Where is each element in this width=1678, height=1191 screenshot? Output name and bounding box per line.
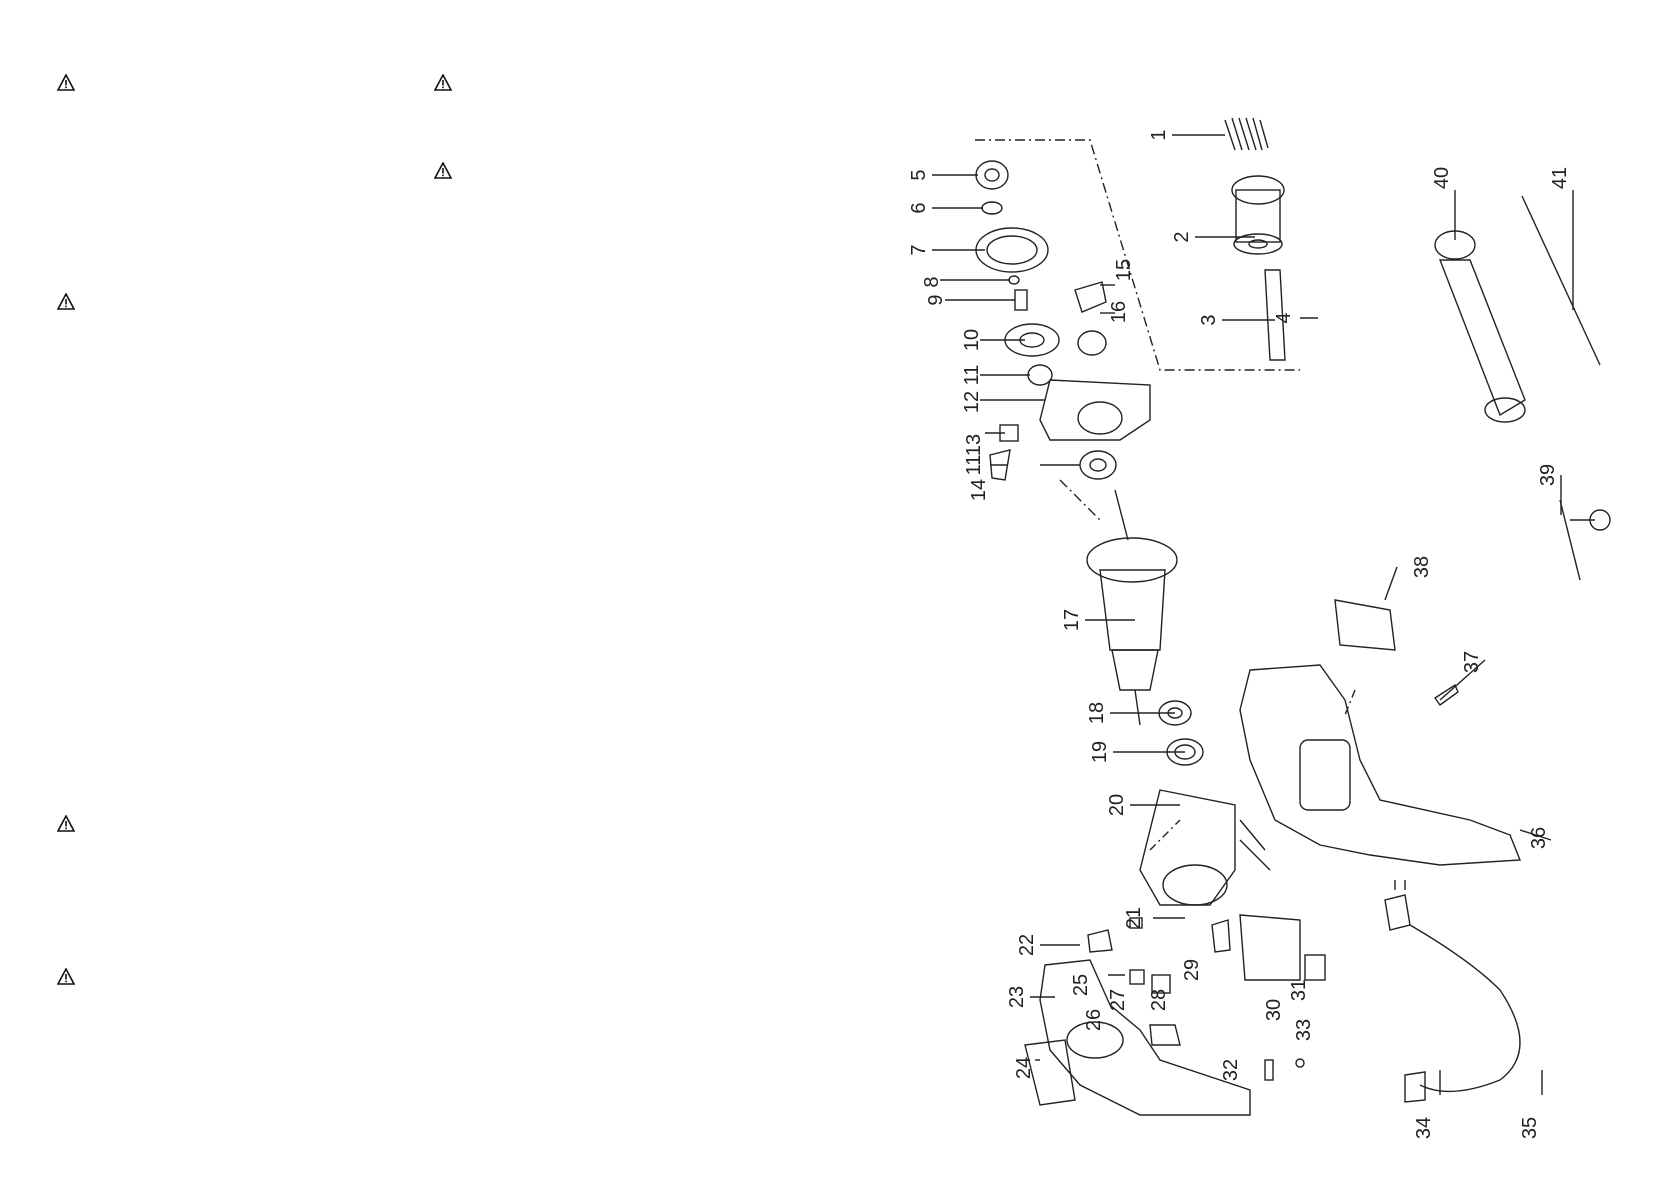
part-number-label: 1 [1148, 129, 1170, 140]
part-number-label: 26 [1083, 1009, 1105, 1031]
part-number-label: 8 [921, 276, 943, 287]
part-number-label: 27 [1107, 989, 1129, 1011]
part-number-label: 29 [1181, 959, 1203, 981]
part-number-label: 30 [1263, 999, 1285, 1021]
part-number-label: 25 [1070, 974, 1092, 996]
part-number-label: 10 [961, 329, 983, 351]
part-number-label: 18 [1086, 702, 1108, 724]
part-number-label: 41 [1549, 167, 1571, 189]
warning-triangle-icon [57, 74, 75, 92]
warning-triangle-icon [434, 74, 452, 92]
part-number-label: 23 [1006, 986, 1028, 1008]
part-number-label: 36 [1528, 827, 1550, 849]
part-number-label: 38 [1411, 556, 1433, 578]
part-number-label: 15 [1113, 259, 1135, 281]
part-number-label: 31 [1288, 979, 1310, 1001]
part-number-label: 11 [963, 455, 985, 476]
warning-triangle-icon [57, 293, 75, 311]
part-number-label: 11 [961, 365, 983, 386]
part-number-label: 6 [908, 202, 930, 213]
part-number-label: 7 [908, 244, 930, 255]
part-number-label: 9 [925, 294, 947, 305]
part-number-label: 2 [1171, 231, 1193, 242]
part-number-label: 19 [1089, 741, 1111, 763]
part-number-label: 24 [1013, 1057, 1035, 1079]
warning-triangle-icon [434, 162, 452, 180]
part-number-label: 35 [1519, 1117, 1541, 1139]
part-number-label: 28 [1148, 989, 1170, 1011]
part-number-label: 33 [1293, 1019, 1315, 1041]
part-number-label: 32 [1220, 1059, 1242, 1081]
part-number-label: 13 [963, 434, 985, 456]
part-number-label: 16 [1108, 301, 1130, 323]
part-number-label: 21 [1123, 907, 1145, 929]
part-number-label: 17 [1061, 609, 1083, 631]
part-number-label: 22 [1016, 934, 1038, 956]
part-number-label: 40 [1431, 167, 1453, 189]
part-number-label: 5 [908, 169, 930, 180]
warning-triangle-icon [57, 968, 75, 986]
part-number-label: 39 [1537, 464, 1559, 486]
part-number-label: 4 [1273, 312, 1295, 323]
part-number-label: 37 [1461, 651, 1483, 673]
part-number-label: 12 [961, 391, 983, 413]
part-number-label: 20 [1106, 794, 1128, 816]
part-number-label: 3 [1198, 314, 1220, 325]
part-number-label: 34 [1413, 1117, 1435, 1139]
warning-triangle-icon [57, 815, 75, 833]
part-number-label: 14 [968, 479, 990, 501]
